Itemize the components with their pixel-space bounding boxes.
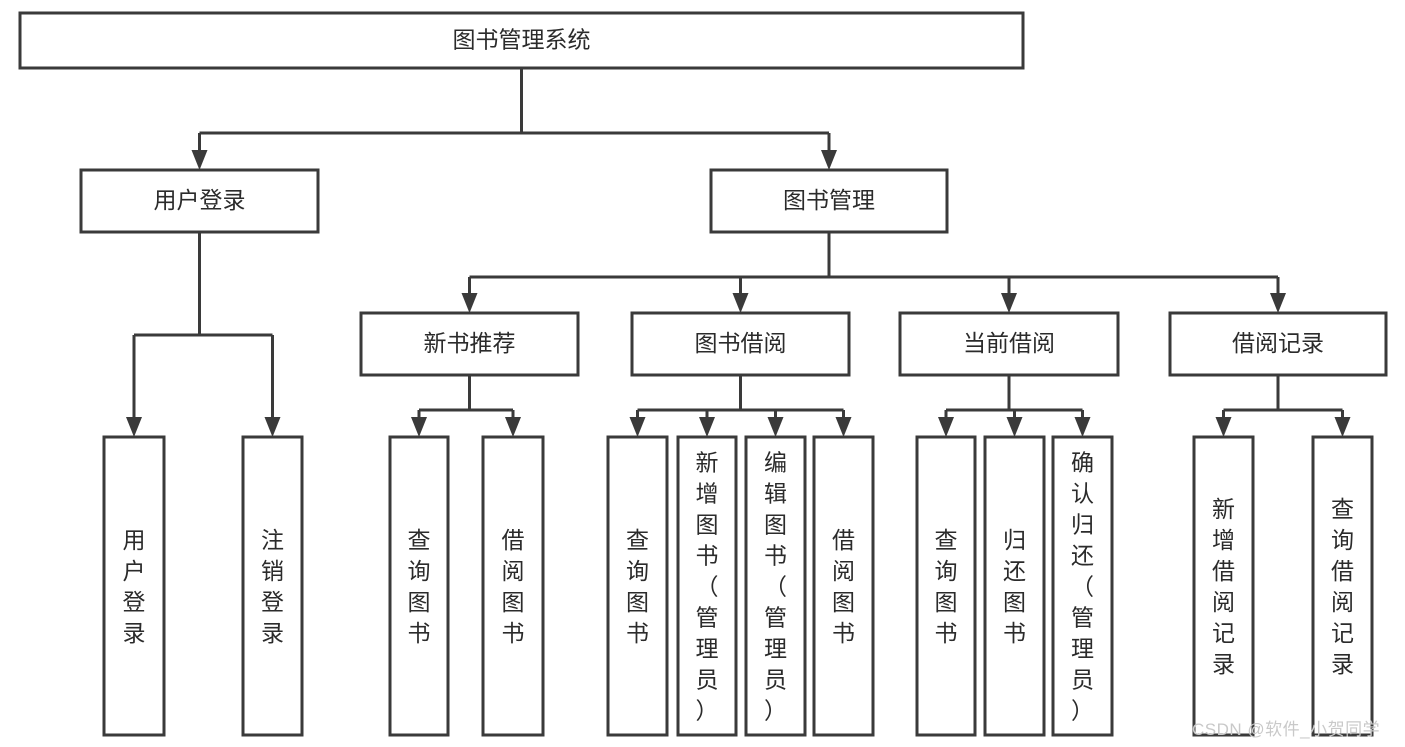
connector-arrow-head [938, 417, 954, 437]
node-leaf-borrow-book-rec[interactable]: 借阅图书 [481, 435, 545, 737]
node-box[interactable] [18, 11, 1025, 70]
node-leaf-query-book-rec[interactable]: 查询图书 [388, 435, 450, 737]
node-label: 借阅图书 [832, 527, 855, 646]
node-box[interactable] [388, 435, 450, 737]
node-label: 注销登录 [261, 527, 284, 646]
node-leaf-query-book-b[interactable]: 查询图书 [606, 435, 669, 737]
node-label: 归还图书 [1003, 527, 1026, 646]
connector-arrow-head [1001, 293, 1017, 313]
node-leaf-query-record[interactable]: 查询借阅记录 [1311, 435, 1374, 737]
node-label: 确认归还（管理员） [1071, 450, 1094, 724]
node-label: 查询图书 [408, 527, 431, 646]
connector-arrow-head [461, 293, 478, 313]
connector-arrow-head [1006, 417, 1023, 437]
node-leaf-return-book[interactable]: 归还图书 [983, 435, 1046, 737]
node-box[interactable] [1192, 435, 1255, 737]
node-label: 图书管理系统 [453, 27, 591, 53]
node-leaf-edit-book[interactable]: 编辑图书（管理员） [744, 435, 807, 737]
node-label: 查询借阅记录 [1331, 496, 1354, 677]
connector-arrow-head [1270, 293, 1286, 313]
connector-arrow-head [1334, 417, 1351, 437]
node-leaf-query-book-c[interactable]: 查询图书 [915, 435, 977, 737]
connector-arrow-head [1074, 417, 1091, 437]
node-leaf-logout[interactable]: 注销登录 [241, 435, 304, 737]
node-label: 新增图书（管理员） [696, 450, 719, 724]
node-box[interactable] [606, 435, 669, 737]
connector-arrow-head [505, 417, 521, 437]
connector-arrow-head [835, 417, 852, 437]
connector-arrow-head [767, 417, 784, 437]
node-box[interactable] [481, 435, 545, 737]
node-box[interactable] [79, 168, 320, 234]
connector-arrow-head [411, 417, 427, 437]
nodes-layer: 图书管理系统用户登录图书管理新书推荐图书借阅当前借阅借阅记录用户登录注销登录查询… [18, 11, 1388, 737]
node-label: 用户登录 [154, 187, 246, 213]
node-box[interactable] [676, 435, 738, 737]
connector-arrow-head [1215, 417, 1232, 437]
node-label: 查询图书 [935, 527, 958, 646]
connector-arrow-head [629, 417, 646, 437]
node-box[interactable] [102, 435, 166, 737]
connector-arrow-head [821, 150, 837, 170]
node-label: 用户登录 [123, 527, 146, 646]
connectors-layer [126, 68, 1351, 437]
node-label: 图书管理 [783, 187, 875, 213]
node-box[interactable] [898, 311, 1120, 377]
node-borrow-record[interactable]: 借阅记录 [1168, 311, 1388, 377]
node-label: 编辑图书（管理员） [764, 450, 787, 724]
node-label: 当前借阅 [963, 330, 1055, 356]
node-box[interactable] [983, 435, 1046, 737]
node-box[interactable] [1051, 435, 1114, 737]
node-root[interactable]: 图书管理系统 [18, 11, 1025, 70]
node-box[interactable] [630, 311, 851, 377]
node-label: 借阅记录 [1232, 330, 1324, 356]
node-box[interactable] [744, 435, 807, 737]
watermark-text: CSDN @软件_小贺同学 [1192, 720, 1381, 739]
node-box[interactable] [915, 435, 977, 737]
node-box[interactable] [1311, 435, 1374, 737]
node-book-manage[interactable]: 图书管理 [709, 168, 949, 234]
node-leaf-add-record[interactable]: 新增借阅记录 [1192, 435, 1255, 737]
connector-arrow-head [732, 293, 749, 313]
node-leaf-confirm-return[interactable]: 确认归还（管理员） [1051, 435, 1114, 737]
node-box[interactable] [359, 311, 580, 377]
node-box[interactable] [241, 435, 304, 737]
connector-arrow-head [126, 417, 142, 437]
node-book-borrow[interactable]: 图书借阅 [630, 311, 851, 377]
node-label: 新书推荐 [424, 330, 516, 356]
node-leaf-add-book[interactable]: 新增图书（管理员） [676, 435, 738, 737]
node-box[interactable] [1168, 311, 1388, 377]
node-label: 新增借阅记录 [1212, 496, 1235, 677]
node-label: 图书借阅 [695, 330, 787, 356]
node-current-borrow[interactable]: 当前借阅 [898, 311, 1120, 377]
node-label: 查询图书 [626, 527, 649, 646]
node-leaf-borrow-book-b[interactable]: 借阅图书 [812, 435, 875, 737]
connector-arrow-head [699, 417, 715, 437]
node-box[interactable] [812, 435, 875, 737]
connector-arrow-head [191, 150, 208, 170]
node-box[interactable] [709, 168, 949, 234]
node-user-login[interactable]: 用户登录 [79, 168, 320, 234]
node-label: 借阅图书 [502, 527, 525, 646]
node-new-book-rec[interactable]: 新书推荐 [359, 311, 580, 377]
connector-arrow-head [264, 417, 281, 437]
node-leaf-user-login[interactable]: 用户登录 [102, 435, 166, 737]
